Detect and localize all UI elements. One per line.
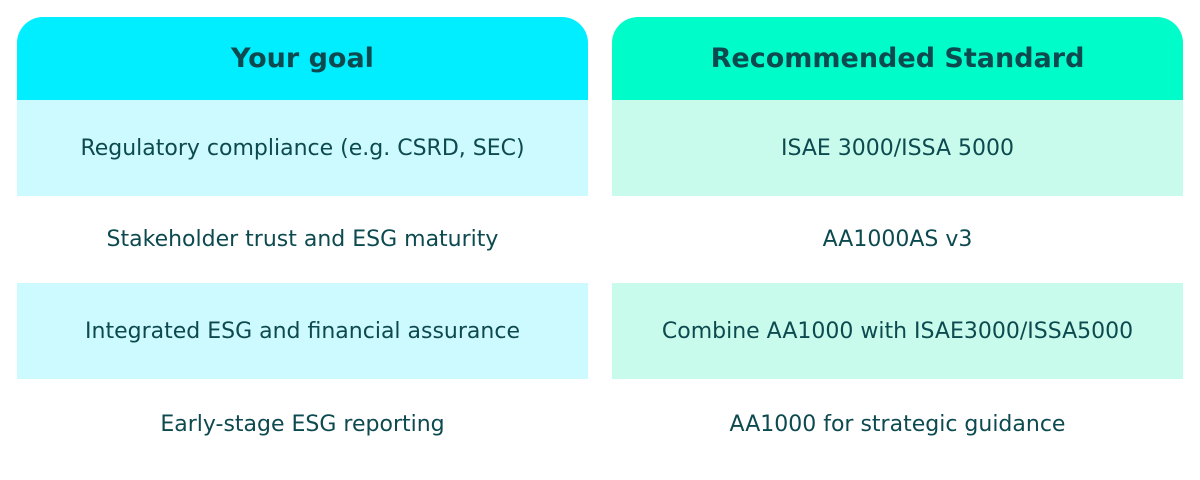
standard-column: Recommended Standard ISAE 3000/ISSA 5000… — [612, 17, 1183, 470]
goal-row: Regulatory compliance (e.g. CSRD, SEC) — [17, 100, 588, 196]
goal-header: Your goal — [17, 17, 588, 100]
standard-row: Combine AA1000 with ISAE3000/ISSA5000 — [612, 283, 1183, 379]
standard-row: AA1000 for strategic guidance — [729, 412, 1066, 437]
goal-row: Integrated ESG and financial assurance — [17, 283, 588, 379]
standard-row: ISAE 3000/ISSA 5000 — [612, 100, 1183, 196]
standard-header: Recommended Standard — [612, 17, 1183, 100]
goal-row: Early-stage ESG reporting — [160, 412, 445, 437]
goal-column: Your goal Regulatory compliance (e.g. CS… — [17, 17, 588, 470]
standard-row: AA1000AS v3 — [822, 227, 973, 252]
goal-row: Stakeholder trust and ESG maturity — [106, 227, 499, 252]
